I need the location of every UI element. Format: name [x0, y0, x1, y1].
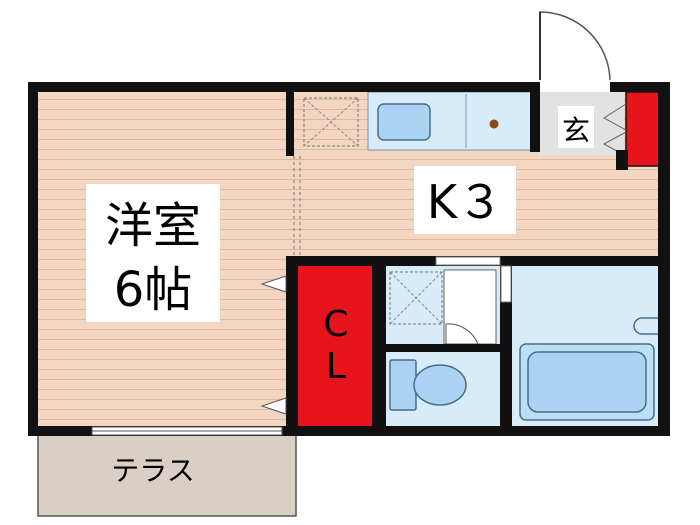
closet-door-marker-icon — [260, 397, 287, 415]
closet-label-l: L — [326, 346, 346, 387]
washroom-door-opening — [435, 256, 501, 266]
western-room-name: 洋室 — [105, 198, 201, 254]
washing-machine-pan-icon — [389, 271, 443, 325]
closet-label-c: C — [323, 304, 348, 345]
terrace-area — [37, 434, 297, 517]
bathroom-door-opening — [500, 265, 512, 303]
stove-knob-icon — [489, 119, 499, 129]
western-room-size: 6帖 — [114, 262, 193, 318]
vanity-sink-icon — [443, 269, 497, 345]
closet-area — [298, 266, 372, 426]
shoe-cabinet-icon — [625, 91, 661, 167]
entrance-door-swing-icon — [539, 11, 611, 81]
sink-icon — [377, 103, 431, 141]
entrance-label: 玄 — [562, 114, 590, 147]
walls — [28, 82, 670, 436]
terrace-label: テラス — [111, 454, 194, 487]
bathtub-icon — [519, 343, 655, 421]
shower-icon — [633, 317, 658, 335]
toilet-icon — [389, 359, 467, 411]
kitchen-label: K３ — [427, 175, 503, 229]
closet-door-marker-icon — [260, 275, 287, 293]
refrigerator-space-icon — [303, 97, 359, 147]
